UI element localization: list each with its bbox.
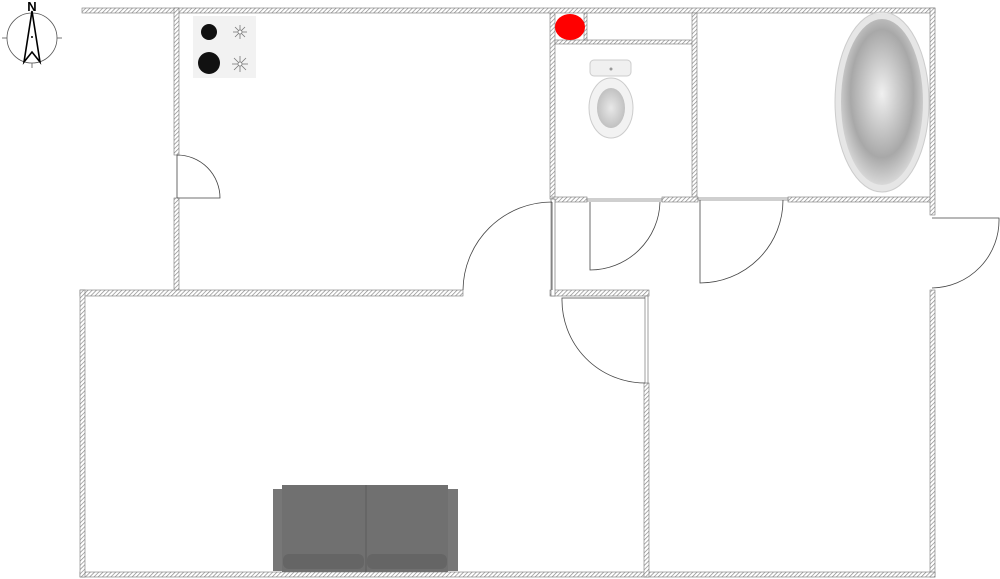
thin-partitions — [550, 197, 789, 384]
wc-door[interactable] — [589, 201, 661, 271]
wall — [173, 197, 180, 294]
compass: N — [2, 0, 62, 68]
sofa — [273, 485, 458, 572]
wall — [554, 39, 696, 45]
toilet — [588, 59, 634, 139]
red-marker — [555, 14, 585, 40]
kitchen-living-door[interactable] — [462, 201, 553, 291]
wall — [173, 7, 180, 156]
entrance-door[interactable] — [931, 217, 1000, 289]
wall — [81, 7, 936, 14]
walls — [79, 7, 936, 578]
wall — [661, 196, 699, 203]
kitchen-door[interactable] — [176, 154, 221, 199]
wall — [551, 196, 588, 203]
wall — [929, 289, 936, 578]
burner-star-icon — [233, 25, 247, 39]
living-room-door[interactable] — [561, 297, 646, 384]
bathroom-door[interactable] — [699, 199, 784, 284]
wall — [643, 382, 650, 578]
doors — [176, 154, 1000, 384]
burner-icon — [198, 52, 220, 74]
wall — [79, 571, 936, 578]
wall — [79, 289, 464, 297]
stove — [193, 16, 256, 78]
wall — [787, 196, 935, 203]
burner-star-icon — [232, 56, 248, 72]
burner-icon — [201, 24, 217, 40]
wall — [79, 289, 86, 578]
wall — [549, 12, 556, 200]
bathtub — [834, 11, 930, 193]
wall — [929, 7, 936, 216]
compass-north-label: N — [27, 0, 36, 14]
wall — [691, 12, 698, 202]
wall — [549, 289, 650, 297]
